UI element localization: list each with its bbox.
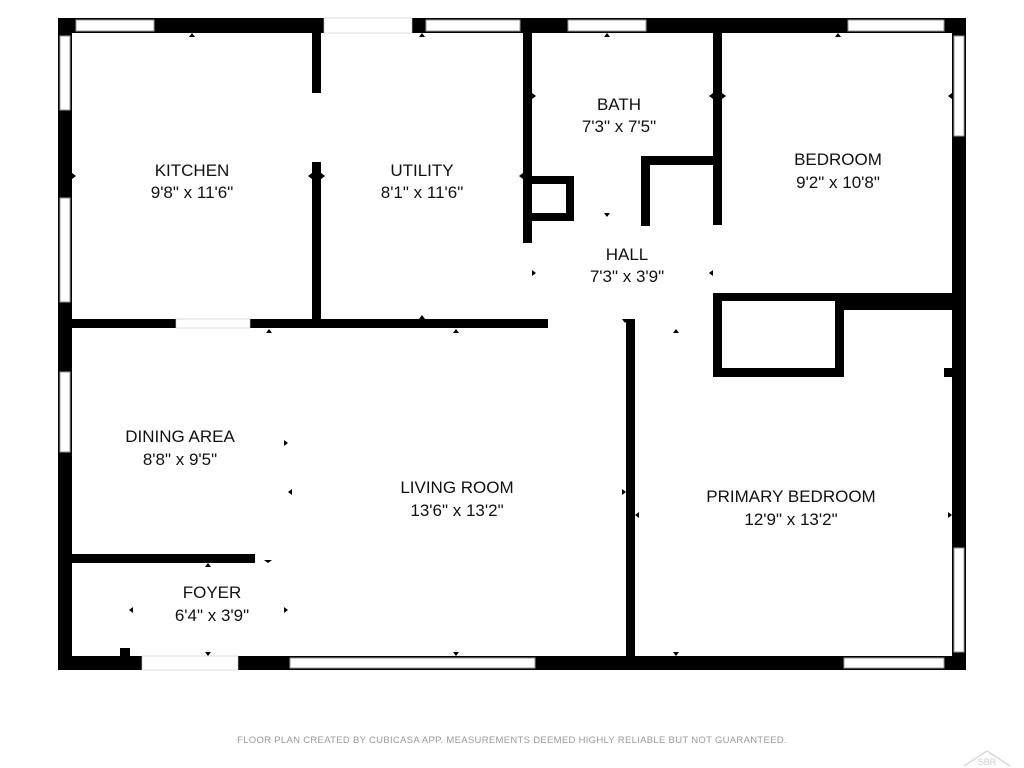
marker — [72, 173, 76, 179]
marker — [834, 297, 842, 300]
marker — [835, 33, 841, 37]
windows — [59, 19, 965, 669]
room-name-dining-area: DINING AREA — [125, 427, 235, 446]
room-dims-kitchen: 9'8" x 11'6" — [151, 183, 234, 202]
window-kitchen-top — [75, 19, 155, 32]
brand-logo: SBR — [963, 750, 1011, 767]
window-utility-top — [425, 19, 521, 32]
marker — [266, 329, 272, 333]
marker — [673, 652, 679, 656]
room-name-primary-bedroom: PRIMARY BEDROOM — [706, 487, 875, 506]
room-dims-utility: 8'1" x 11'6" — [381, 183, 464, 202]
marker — [604, 33, 610, 37]
room-name-living-room: LIVING ROOM — [400, 478, 513, 497]
room-dims-foyer: 6'4" x 3'9" — [175, 606, 249, 625]
room-dims-bath: 7'3" x 7'5" — [582, 117, 656, 136]
brand-logo-text: SBR — [978, 757, 997, 767]
marker — [288, 489, 292, 495]
opening-utility-top — [323, 17, 413, 34]
room-labels: KITCHEN 9'8" x 11'6" UTILITY 8'1" x 11'6… — [125, 95, 882, 625]
marker — [284, 440, 288, 446]
window-bedroom-top — [847, 19, 945, 32]
marker — [205, 563, 211, 567]
room-name-utility: UTILITY — [390, 161, 453, 180]
marker — [532, 270, 536, 276]
room-dims-living-room: 13'6" x 13'2" — [410, 501, 503, 520]
room-dims-primary-bedroom: 12'9" x 13'2" — [744, 510, 837, 529]
room-dims-hall: 7'3" x 3'9" — [590, 267, 664, 286]
window-kitchen-left-lower — [59, 197, 71, 303]
marker — [709, 270, 713, 276]
window-kitchen-left-upper — [59, 35, 71, 111]
marker — [205, 652, 211, 656]
marker — [722, 93, 726, 99]
marker — [604, 213, 610, 217]
marker — [419, 33, 425, 37]
marker — [532, 93, 536, 99]
marker — [673, 329, 679, 333]
marker — [453, 329, 459, 333]
marker — [264, 560, 272, 563]
window-bath-top — [567, 19, 647, 32]
room-name-foyer: FOYER — [183, 583, 242, 602]
marker — [519, 173, 523, 179]
marker — [622, 489, 626, 495]
opening-kitchen-dining — [175, 318, 251, 329]
room-name-kitchen: KITCHEN — [155, 161, 230, 180]
marker — [622, 319, 628, 323]
marker — [308, 173, 312, 179]
marker — [284, 607, 288, 613]
marker — [419, 315, 425, 319]
room-name-bath: BATH — [597, 95, 641, 114]
window-living-bottom — [289, 657, 536, 669]
door-openings — [141, 17, 413, 671]
window-bedroom-right — [953, 35, 965, 137]
marker — [635, 512, 639, 518]
marker — [948, 512, 952, 518]
marker — [948, 93, 952, 99]
room-dims-dining-area: 8'8" x 9'5" — [143, 450, 217, 469]
room-name-hall: HALL — [606, 245, 649, 264]
window-primary-right — [953, 547, 965, 653]
opening-foyer-bottom — [141, 655, 239, 671]
marker — [129, 607, 133, 613]
room-name-bedroom: BEDROOM — [794, 150, 882, 169]
window-dining-left — [59, 371, 71, 453]
direction-markers — [72, 33, 952, 656]
disclaimer-note: FLOOR PLAN CREATED BY CUBICASA APP. MEAS… — [237, 735, 787, 746]
marker — [321, 173, 325, 179]
walls — [58, 18, 966, 670]
room-dims-bedroom: 9'2" x 10'8" — [796, 173, 880, 192]
window-primary-bottom — [843, 657, 945, 669]
marker — [189, 33, 195, 37]
marker — [709, 93, 713, 99]
marker — [453, 652, 459, 656]
